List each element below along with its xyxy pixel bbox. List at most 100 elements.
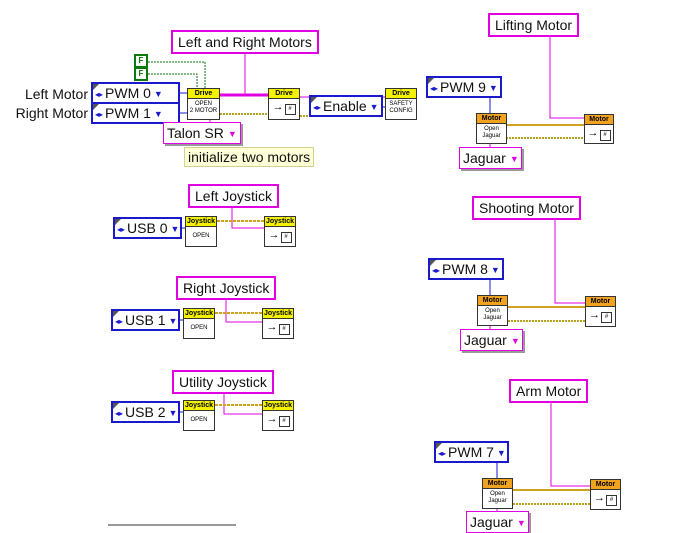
vi-band: Joystick	[263, 309, 293, 319]
wire-label-left-joy	[231, 207, 264, 229]
lifting-ref-set-vi[interactable]: Motor →#	[584, 114, 614, 144]
usb-0-value: USB 0	[127, 220, 168, 236]
arm-open-jaguar-vi[interactable]: Motor Open Jaguar	[482, 478, 513, 509]
vi-text-2: Jaguar	[488, 498, 507, 504]
label-left-joystick[interactable]: Left Joystick	[188, 184, 280, 208]
vi-text: OPEN	[194, 101, 212, 107]
pwm-8-value: PWM 8	[442, 261, 488, 277]
refnum-arrow-icon: →#	[585, 126, 613, 141]
shooting-ref-set-vi[interactable]: Motor →#	[585, 296, 616, 327]
left-joystick-ref-vi[interactable]: Joystick →#	[264, 216, 296, 247]
pwm-9-control[interactable]: ◂▸PWM 9▼	[426, 76, 502, 98]
dropdown-arrow-icon[interactable]: ▼	[227, 129, 237, 139]
vi-band: Motor	[591, 480, 620, 490]
dropdown-arrow-icon[interactable]: ▼	[168, 316, 178, 326]
usb-2-control[interactable]: ◂▸USB 2▼	[111, 401, 180, 423]
increment-arrows-icon[interactable]: ◂▸	[115, 409, 124, 418]
caption-right-motor: Right Motor	[15, 105, 88, 121]
increment-arrows-icon[interactable]: ◂▸	[438, 449, 447, 458]
jaguar-selector-shooting[interactable]: Jaguar▼	[460, 329, 523, 351]
vi-text: Open	[484, 126, 499, 132]
vi-text: Open	[485, 308, 500, 314]
dropdown-arrow-icon[interactable]: ▼	[153, 109, 163, 119]
increment-arrows-icon[interactable]: ◂▸	[117, 225, 126, 234]
usb-0-control[interactable]: ◂▸USB 0▼	[113, 217, 182, 239]
dropdown-arrow-icon[interactable]: ▼	[488, 83, 498, 93]
label-arm-motor[interactable]: Arm Motor	[509, 379, 589, 403]
boolean-constant-b[interactable]: F	[134, 67, 148, 81]
vi-band: Drive	[269, 89, 299, 99]
usb-1-control[interactable]: ◂▸USB 1▼	[111, 309, 180, 331]
utility-joystick-ref-vi[interactable]: Joystick →#	[262, 400, 294, 431]
dropdown-arrow-icon[interactable]: ▼	[516, 518, 526, 528]
pwm-7-control[interactable]: ◂▸PWM 7▼	[434, 441, 509, 463]
right-joystick-ref-vi[interactable]: Joystick →#	[262, 308, 294, 339]
pwm-1-control[interactable]: ◂▸PWM 1▼	[91, 102, 180, 124]
dropdown-arrow-icon[interactable]: ▼	[170, 224, 180, 234]
vi-text-2: Jaguar	[483, 315, 502, 321]
dropdown-arrow-icon[interactable]: ▼	[369, 102, 379, 112]
jaguar-value: Jaguar	[470, 514, 513, 530]
lifting-open-jaguar-vi[interactable]: Motor Open Jaguar	[476, 113, 507, 144]
refnum-arrow-icon: →#	[591, 491, 620, 506]
dropdown-arrow-icon[interactable]: ▼	[496, 448, 506, 458]
increment-arrows-icon[interactable]: ◂▸	[115, 317, 124, 326]
usb-1-value: USB 1	[125, 312, 166, 328]
refnum-arrow-icon: →#	[269, 100, 299, 115]
left-joystick-open-vi[interactable]: Joystick OPEN	[185, 216, 217, 247]
wire-label-arm	[550, 402, 590, 487]
label-shooting-motor[interactable]: Shooting Motor	[472, 196, 581, 220]
increment-arrows-icon[interactable]: ◂▸	[95, 110, 104, 119]
increment-arrows-icon[interactable]: ◂▸	[95, 90, 104, 99]
shooting-open-jaguar-vi[interactable]: Motor Open Jaguar	[477, 295, 508, 326]
label-utility-joystick[interactable]: Utility Joystick	[172, 370, 274, 394]
wire-label-right-joy	[225, 299, 262, 323]
wire-label-utility-joy	[223, 393, 262, 415]
drive-ref-set-vi[interactable]: Drive →#	[268, 88, 300, 120]
label-right-joystick[interactable]: Right Joystick	[176, 276, 277, 300]
vi-band: Drive	[188, 89, 219, 99]
increment-arrows-icon[interactable]: ◂▸	[432, 266, 441, 275]
pwm-7-value: PWM 7	[448, 444, 494, 460]
wire-bool-b	[148, 73, 198, 88]
dropdown-arrow-icon[interactable]: ▼	[168, 408, 178, 418]
pwm-0-control[interactable]: ◂▸PWM 0▼	[91, 82, 180, 104]
dropdown-arrow-icon[interactable]: ▼	[510, 336, 520, 346]
vi-text: OPEN	[192, 233, 210, 239]
dropdown-arrow-icon[interactable]: ▼	[490, 265, 500, 275]
vi-band: Motor	[478, 296, 507, 306]
right-joystick-open-vi[interactable]: Joystick OPEN	[183, 308, 215, 339]
drive-open-2-motor-vi[interactable]: Drive OPEN 2 MOTOR	[187, 88, 220, 120]
pwm-9-value: PWM 9	[440, 79, 486, 95]
dropdown-arrow-icon[interactable]: ▼	[509, 154, 519, 164]
vi-band: Joystick	[265, 217, 295, 227]
refnum-arrow-icon: →#	[263, 320, 293, 335]
utility-joystick-open-vi[interactable]: Joystick OPEN	[183, 400, 215, 431]
talon-sr-selector[interactable]: Talon SR▼	[163, 122, 241, 144]
vi-text: OPEN	[190, 417, 208, 423]
vi-band: Motor	[483, 479, 512, 489]
refnum-arrow-icon: →#	[263, 412, 293, 427]
label-left-right-motors[interactable]: Left and Right Motors	[171, 30, 319, 54]
drive-safety-config-vi[interactable]: Drive SAFETY CONFIG	[385, 88, 417, 120]
wire-label-lifting	[549, 36, 584, 119]
jaguar-selector-lifting[interactable]: Jaguar▼	[459, 147, 522, 169]
jaguar-value: Jaguar	[464, 332, 507, 348]
vi-band: Motor	[477, 114, 506, 124]
vi-text: OPEN	[190, 325, 208, 331]
vi-band: Joystick	[263, 401, 293, 411]
wire-bool-a	[148, 61, 206, 88]
pwm-8-control[interactable]: ◂▸PWM 8▼	[428, 258, 504, 280]
comment-initialize-two-motors: initialize two motors	[184, 147, 315, 167]
refnum-arrow-icon: →#	[265, 228, 295, 243]
boolean-constant-a[interactable]: F	[134, 54, 148, 68]
label-lifting-motor[interactable]: Lifting Motor	[488, 13, 580, 37]
increment-arrows-icon[interactable]: ◂▸	[430, 84, 439, 93]
dropdown-arrow-icon[interactable]: ▼	[153, 89, 163, 99]
refnum-arrow-icon: →#	[586, 308, 615, 323]
increment-arrows-icon[interactable]: ◂▸	[313, 103, 322, 112]
jaguar-selector-arm[interactable]: Jaguar▼	[466, 511, 529, 533]
enable-control[interactable]: ◂▸Enable▼	[309, 95, 383, 117]
arm-ref-set-vi[interactable]: Motor →#	[590, 479, 621, 510]
